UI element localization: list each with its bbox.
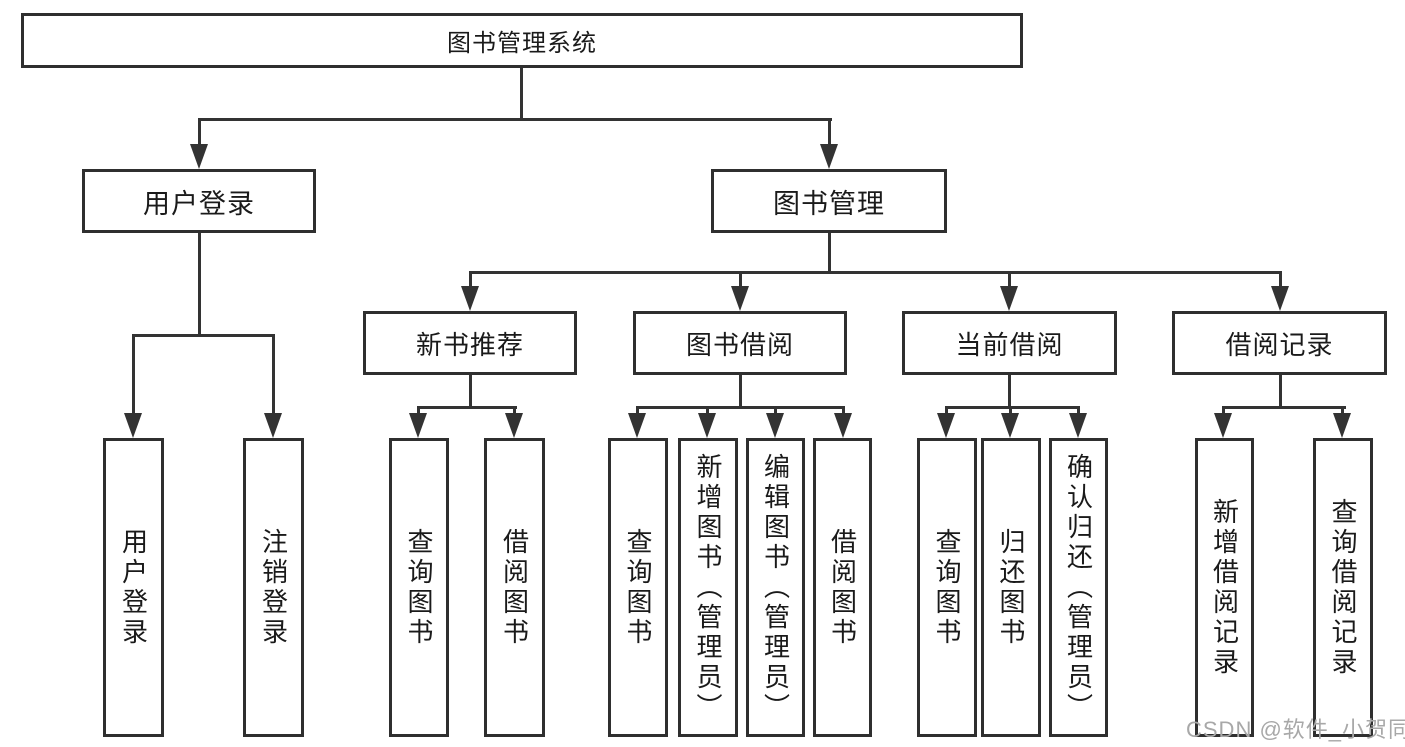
leaf-add-book-admin: 新增图书（管理员） xyxy=(678,438,738,737)
connector-line xyxy=(1077,409,1080,415)
connector-line xyxy=(198,121,201,145)
connector-line xyxy=(739,375,742,409)
arrow-down-icon xyxy=(124,413,142,438)
leaf-query-book-1: 查询图书 xyxy=(389,438,449,737)
leaf-query-borrow-record: 查询借阅记录 xyxy=(1313,438,1373,737)
node-borrow-record: 借阅记录 xyxy=(1172,311,1387,375)
arrow-down-icon xyxy=(1214,413,1232,438)
connector-line xyxy=(828,233,831,273)
connector-line xyxy=(1341,409,1344,415)
connector-line xyxy=(132,334,275,337)
arrow-down-icon xyxy=(190,144,208,169)
connector-line xyxy=(774,409,777,415)
leaf-borrow-book-1: 借阅图书 xyxy=(484,438,545,737)
connector-line xyxy=(272,337,275,414)
connector-line xyxy=(842,409,845,415)
arrow-down-icon xyxy=(1000,286,1018,311)
leaf-label: 注销登录 xyxy=(258,527,289,648)
leaf-label: 归还图书 xyxy=(996,527,1026,648)
leaf-label: 编辑图书（管理员） xyxy=(760,452,791,723)
node-new-book-recommend-label: 新书推荐 xyxy=(415,329,524,360)
connector-line xyxy=(636,409,639,415)
connector-line xyxy=(469,271,1282,274)
arrow-down-icon xyxy=(505,413,523,438)
watermark-text: CSDN @软件_小贺同学 xyxy=(1186,717,1405,742)
connector-line xyxy=(706,409,709,415)
connector-line xyxy=(417,406,517,409)
connector-line xyxy=(828,121,831,145)
node-book-management: 图书管理 xyxy=(711,169,947,233)
leaf-label: 查询图书 xyxy=(932,527,962,648)
node-current-borrow-label: 当前借阅 xyxy=(955,329,1064,360)
arrow-down-icon xyxy=(731,286,749,311)
leaf-label: 查询借阅记录 xyxy=(1328,497,1358,678)
arrow-down-icon xyxy=(937,413,955,438)
leaf-user-login: 用户登录 xyxy=(103,438,164,737)
node-current-borrow: 当前借阅 xyxy=(902,311,1117,375)
arrow-down-icon xyxy=(820,144,838,169)
arrow-down-icon xyxy=(1271,286,1289,311)
leaf-label: 确认归还（管理员） xyxy=(1063,452,1094,723)
connector-line xyxy=(636,406,845,409)
connector-line xyxy=(1009,409,1012,415)
node-book-management-label: 图书管理 xyxy=(773,188,885,219)
leaf-query-book-3: 查询图书 xyxy=(917,438,977,737)
leaf-edit-book-admin: 编辑图书（管理员） xyxy=(746,438,805,737)
arrow-down-icon xyxy=(834,413,852,438)
connector-line xyxy=(739,274,742,288)
connector-line xyxy=(520,68,523,120)
node-user-login: 用户登录 xyxy=(82,169,316,233)
leaf-label: 借阅图书 xyxy=(499,527,530,648)
connector-line xyxy=(198,118,832,121)
arrow-down-icon xyxy=(766,413,784,438)
arrow-down-icon xyxy=(1069,413,1087,438)
leaf-logout: 注销登录 xyxy=(243,438,304,737)
connector-line xyxy=(469,274,472,288)
leaf-label: 借阅图书 xyxy=(827,527,858,648)
connector-line xyxy=(1222,406,1346,409)
connector-line xyxy=(513,409,516,415)
connector-line xyxy=(1008,274,1011,288)
leaf-label: 查询图书 xyxy=(623,527,653,648)
arrow-down-icon xyxy=(1001,413,1019,438)
connector-line xyxy=(1008,375,1011,409)
node-root-label: 图书管理系统 xyxy=(447,30,597,57)
connector-line xyxy=(945,409,948,415)
connector-line xyxy=(945,406,1080,409)
connector-line xyxy=(1279,274,1282,288)
connector-line xyxy=(417,409,420,415)
leaf-label: 新增图书（管理员） xyxy=(693,452,723,723)
connector-line xyxy=(1222,409,1225,415)
arrow-down-icon xyxy=(698,413,716,438)
node-new-book-recommend: 新书推荐 xyxy=(363,311,577,375)
leaf-confirm-return-admin: 确认归还（管理员） xyxy=(1049,438,1108,737)
node-user-login-label: 用户登录 xyxy=(143,188,255,219)
connector-line xyxy=(1279,375,1282,409)
arrow-down-icon xyxy=(461,286,479,311)
leaf-label: 用户登录 xyxy=(118,527,149,648)
arrow-down-icon xyxy=(264,413,282,438)
leaf-query-book-2: 查询图书 xyxy=(608,438,668,737)
node-borrow-record-label: 借阅记录 xyxy=(1225,329,1334,360)
connector-line xyxy=(132,337,135,414)
node-book-borrow-label: 图书借阅 xyxy=(685,329,794,360)
node-book-borrow: 图书借阅 xyxy=(633,311,847,375)
leaf-borrow-book-2: 借阅图书 xyxy=(813,438,872,737)
arrow-down-icon xyxy=(628,413,646,438)
leaf-label: 查询图书 xyxy=(404,527,434,648)
connector-line xyxy=(198,233,201,336)
arrow-down-icon xyxy=(409,413,427,438)
connector-line xyxy=(469,375,472,409)
node-root: 图书管理系统 xyxy=(21,13,1023,68)
leaf-label: 新增借阅记录 xyxy=(1209,497,1240,678)
arrow-down-icon xyxy=(1333,413,1351,438)
leaf-return-book: 归还图书 xyxy=(981,438,1041,737)
leaf-add-borrow-record: 新增借阅记录 xyxy=(1195,438,1254,737)
